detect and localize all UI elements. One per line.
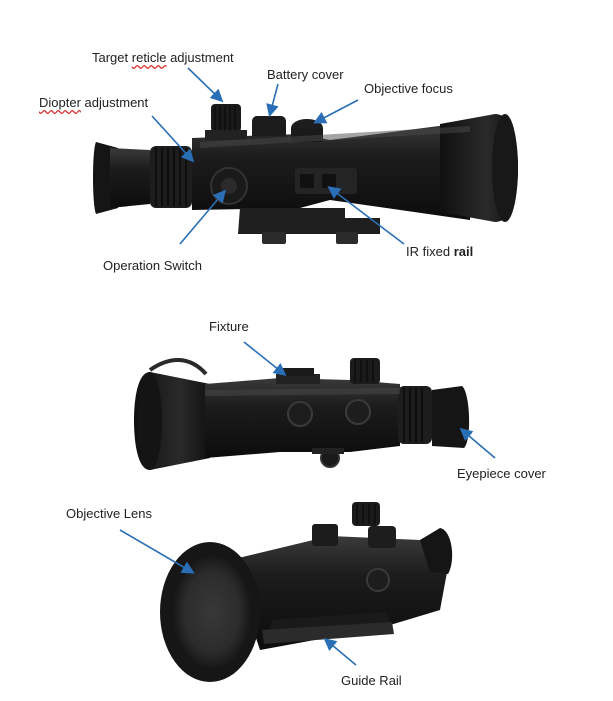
scope-front-view-bottom <box>160 502 453 682</box>
label-eyepiece-cover: Eyepiece cover <box>457 466 546 481</box>
label-word: reticle <box>131 50 167 65</box>
pointer-arrows <box>119 67 496 666</box>
arrow-eyepiece-cover <box>459 427 496 459</box>
arrow-battery-cover <box>266 83 279 118</box>
label-objective-lens: Objective Lens <box>66 506 152 521</box>
label-ir-fixed-rail: IR fixed rail <box>406 244 473 260</box>
label-diopter-adjustment: Diopter adjustment <box>39 95 148 111</box>
arrow-objective-lens <box>119 529 195 574</box>
arrow-target-reticle <box>187 67 224 103</box>
label-objective-focus: Objective focus <box>364 81 453 96</box>
scope-side-view-middle <box>134 357 470 470</box>
label-target-reticle-adjustment: Target reticle adjustment <box>92 50 234 66</box>
arrow-objective-focus <box>313 99 359 124</box>
label-word: Target <box>92 50 129 65</box>
arrow-operation-switch <box>179 189 227 245</box>
label-word: adjustment <box>170 50 234 65</box>
arrow-ir-fixed-rail <box>327 186 405 245</box>
arrow-diopter <box>151 115 195 163</box>
label-guide-rail: Guide Rail <box>341 673 402 688</box>
label-word: Diopter <box>39 95 81 110</box>
label-operation-switch: Operation Switch <box>103 258 202 273</box>
label-word: IR fixed <box>406 244 451 259</box>
label-fixture: Fixture <box>209 319 249 334</box>
label-word: adjustment <box>84 95 149 110</box>
arrow-fixture <box>243 341 287 376</box>
label-word: rail <box>453 244 474 259</box>
label-battery-cover: Battery cover <box>267 67 344 82</box>
scope-side-view-top <box>93 104 518 244</box>
arrow-guide-rail <box>323 637 357 666</box>
